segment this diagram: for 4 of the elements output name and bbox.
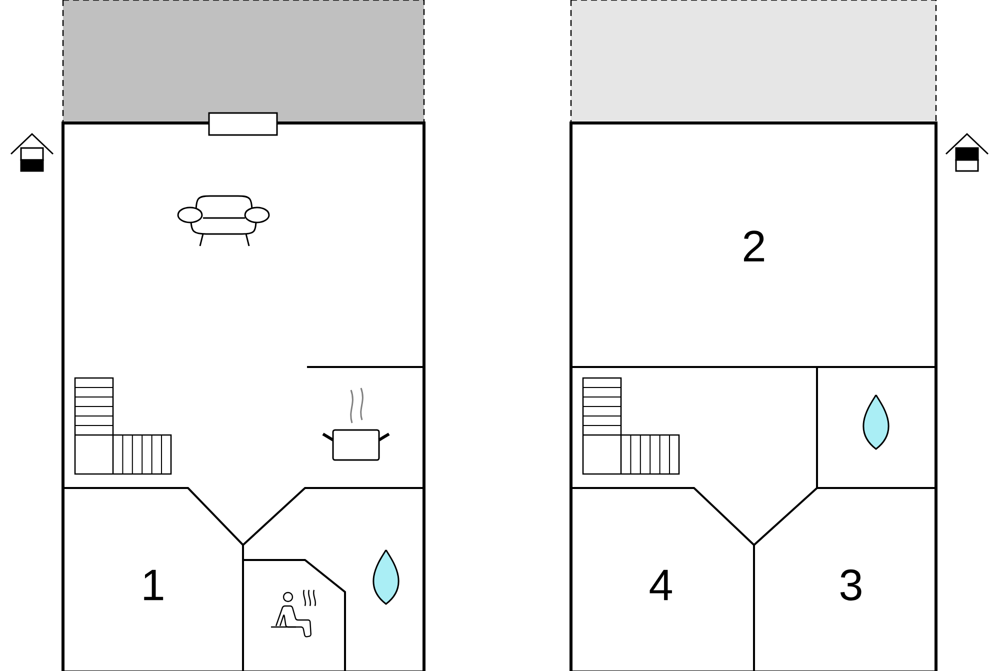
room-number: 4	[650, 570, 672, 600]
room-number: 2	[744, 230, 764, 262]
room-number: 1	[144, 570, 164, 600]
room-number: 3	[840, 569, 862, 601]
